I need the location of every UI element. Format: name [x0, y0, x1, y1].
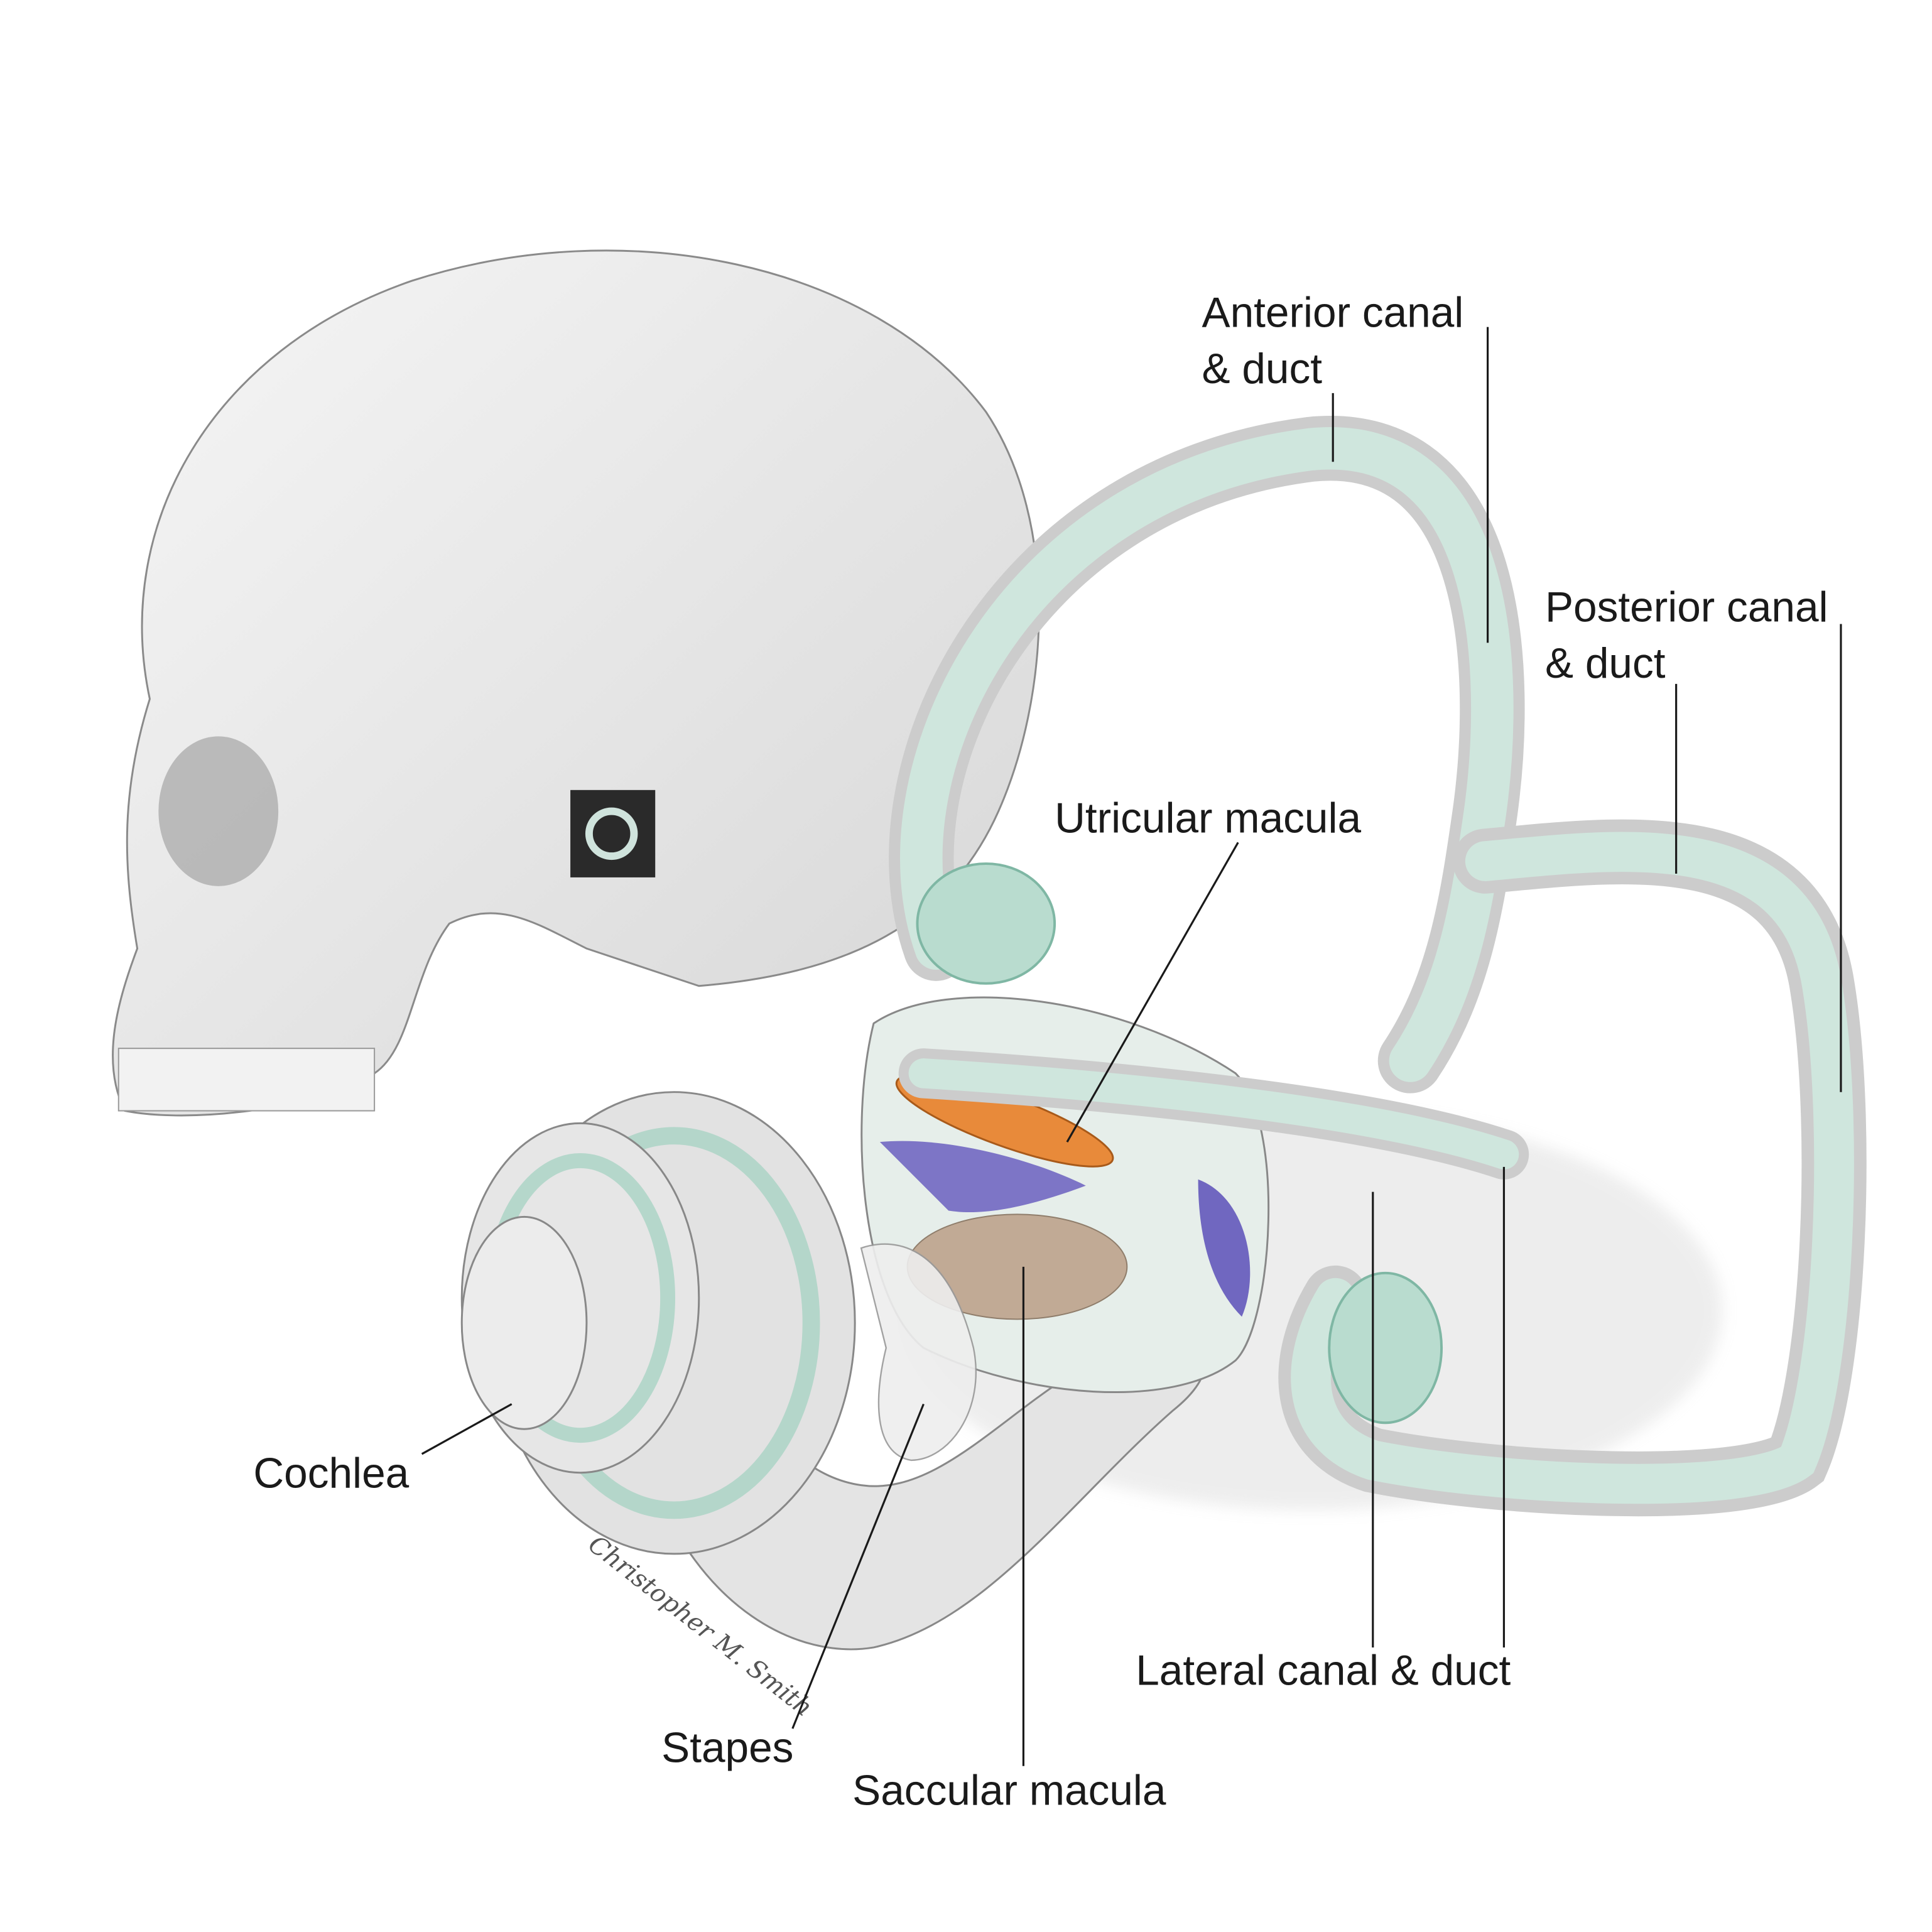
skull-cranium	[112, 249, 1040, 1117]
leader-cochlea	[421, 1403, 513, 1455]
stapes-shape	[860, 1243, 977, 1462]
cochlea-illustration	[460, 1091, 1206, 1651]
label-saccular-macula: Saccular macula	[852, 1767, 1166, 1814]
skull-illustration	[112, 249, 1040, 1117]
label-anterior-line1: Anterior canal	[1202, 290, 1464, 337]
skull-inset-window	[570, 790, 656, 877]
leader-utricular	[1066, 842, 1239, 1142]
posterior-ampulla	[1328, 1271, 1443, 1425]
posterior-duct	[1291, 832, 1854, 1504]
labels: Anterior canal & duct Posterior canal & …	[253, 290, 1828, 1815]
anterior-ampulla	[916, 862, 1056, 985]
label-lateral-canal: Lateral canal & duct	[1136, 1647, 1511, 1695]
leader-stapes	[791, 1403, 925, 1729]
membrane-purple-right	[1198, 1179, 1251, 1317]
semicircular-canals	[889, 416, 1867, 1517]
label-cochlea: Cochlea	[253, 1450, 409, 1497]
membrane-purple-left	[879, 1141, 1086, 1213]
leader-lines	[421, 327, 1842, 1766]
label-posterior-line1: Posterior canal	[1545, 584, 1828, 631]
label-utricular-macula: Utricular macula	[1055, 795, 1361, 842]
label-stapes: Stapes	[661, 1725, 793, 1772]
label-posterior-line2: & duct	[1545, 640, 1666, 687]
skull-teeth	[117, 1048, 376, 1112]
label-anterior-line2: & duct	[1202, 345, 1323, 393]
skull-eye-socket	[158, 736, 279, 886]
cochlea-apex	[460, 1215, 588, 1430]
inset-ear-mini	[585, 807, 638, 860]
lateral-duct	[908, 1058, 1519, 1170]
